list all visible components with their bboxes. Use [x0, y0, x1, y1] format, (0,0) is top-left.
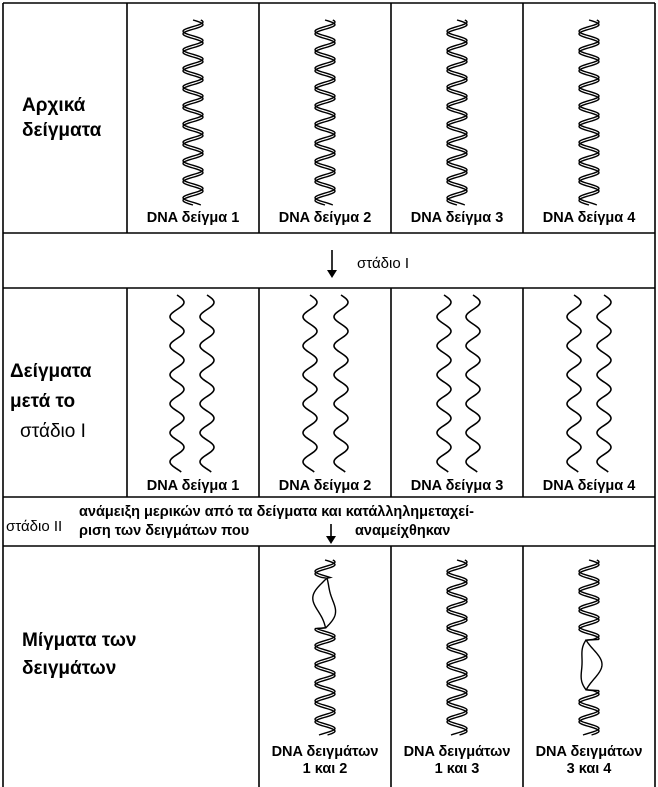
mixture-dna-hybrid-1-2-strand-b: [314, 559, 337, 736]
mixture-dna-hybrid-3-4-strand-b: [578, 559, 603, 736]
initial-dna-helix-4-strand-b: [578, 19, 600, 206]
caption-initial-sample-3: DNA δείγμα 3: [410, 210, 504, 226]
caption-initial-sample-2: DNA δείγμα 2: [278, 210, 372, 226]
mixture-dna-hybrid-1-2-strand-a: [312, 559, 336, 736]
stage-1-label: στάδιο Ι: [357, 255, 410, 272]
initial-dna-helix-1-strand-b: [182, 19, 204, 206]
mixture-dna-hybrid-1-3-strand-b: [446, 559, 468, 736]
caption-mixture-1-3: DNA δειγμάτων 1 και 3: [403, 744, 511, 777]
row-label-mixtures: Μίγματα των δειγμάτων: [22, 630, 137, 679]
row-label-after-stage-1: Δείγματα μετά το στάδιο Ι: [10, 361, 92, 442]
caption-after-sample-1: DNA δείγμα 1: [146, 478, 240, 494]
caption-after-sample-2: DNA δείγμα 2: [278, 478, 372, 494]
after-dna-strand-2-a: [302, 294, 318, 473]
stage-2-label: στάδιο ΙΙ: [6, 518, 63, 535]
caption-after-sample-4: DNA δείγμα 4: [542, 478, 636, 494]
row-label-initial-samples: Αρχικά δείγματα: [22, 95, 102, 141]
after-dna-strand-3-a: [436, 294, 452, 473]
stage-2-description-line-1: ανάμειξη μερικών από τα δείγματα και κατ…: [79, 504, 474, 520]
stage-2-arrow-head: [326, 536, 336, 544]
after-dna-strand-3-b: [465, 294, 481, 473]
after-dna-strand-2-b: [333, 294, 349, 473]
caption-mixture-1-2: DNA δειγμάτων 1 και 2: [271, 744, 379, 777]
stage-1-arrow-head: [327, 270, 337, 278]
after-dna-strand-4-a: [566, 294, 582, 473]
caption-initial-sample-1: DNA δείγμα 1: [146, 210, 240, 226]
after-dna-strand-1-a: [169, 294, 185, 473]
stage-2-description-line-2-left: ριση των δειγμάτων που: [79, 523, 250, 539]
initial-dna-helix-2-strand-b: [314, 19, 336, 206]
initial-dna-helix-3-strand-b: [446, 19, 468, 206]
mixture-dna-hybrid-3-4-strand-a: [578, 559, 600, 736]
after-dna-strand-1-b: [199, 294, 215, 473]
mixture-dna-hybrid-1-3-strand-a: [446, 559, 468, 736]
caption-after-sample-3: DNA δείγμα 3: [410, 478, 504, 494]
stage-2-description-line-2-right: αναμείχθηκαν: [355, 523, 451, 539]
caption-initial-sample-4: DNA δείγμα 4: [542, 210, 636, 226]
caption-mixture-3-4: DNA δειγμάτων 3 και 4: [535, 744, 643, 777]
after-dna-strand-4-b: [596, 294, 612, 473]
